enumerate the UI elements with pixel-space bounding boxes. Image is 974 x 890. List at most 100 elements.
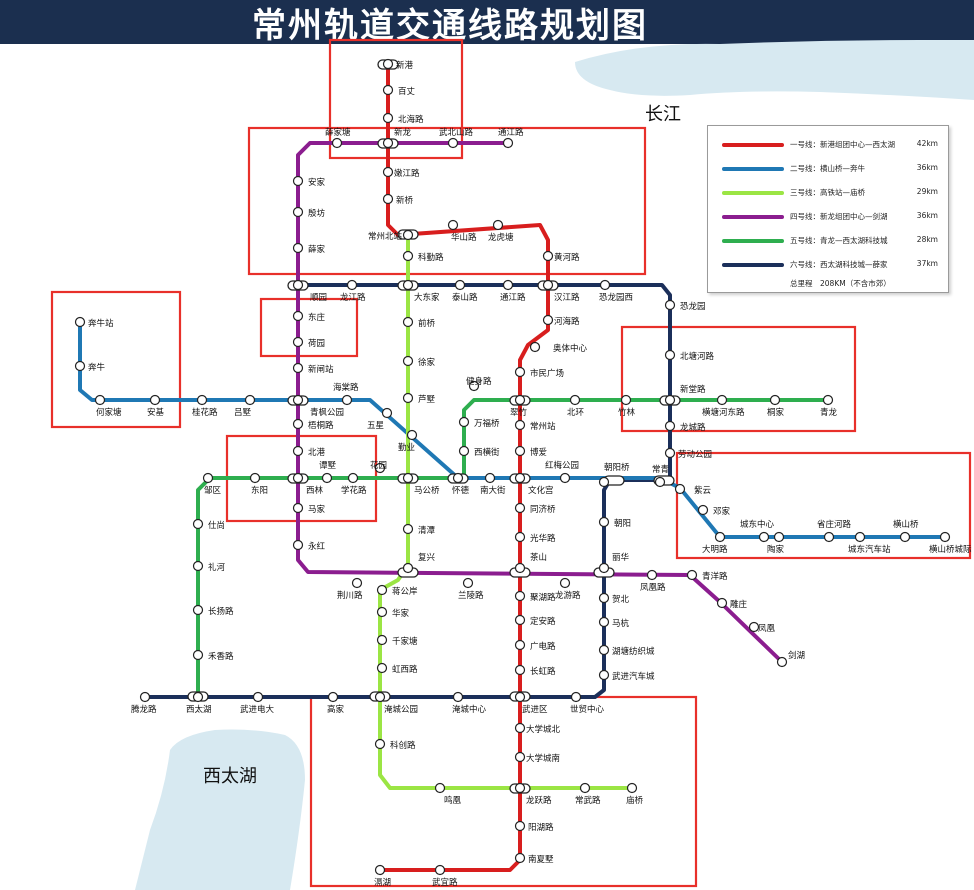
station-label: 剑湖 [788, 650, 805, 661]
station: 奥体中心 [529, 341, 588, 354]
station-label: 劳动公园 [678, 449, 712, 460]
station: 青龙 [820, 394, 838, 418]
station: 勤业 [398, 429, 418, 453]
station-label: 新港 [396, 60, 414, 71]
station: 龙江路 [340, 279, 366, 303]
station: 前桥 [402, 316, 436, 329]
station-label: 华家 [392, 608, 410, 619]
station-dot [292, 206, 304, 218]
station: 横山桥城际 [929, 531, 972, 555]
station: 常武路 [575, 782, 601, 806]
station: 高家 [327, 691, 345, 715]
station-dot [484, 472, 496, 484]
station: 华山路 [447, 219, 477, 243]
station-dot [462, 577, 474, 589]
station: 蒋公岸 [376, 584, 418, 597]
station-label: 凤凰 [758, 624, 776, 634]
station-label: 朝阳 [614, 519, 631, 529]
station: 马杭 [598, 616, 630, 629]
yangtze-river [575, 40, 974, 100]
station: 安家 [292, 175, 326, 188]
station-dot [514, 722, 526, 734]
line1-swatch [722, 143, 784, 147]
station-dot [514, 639, 526, 651]
station-label: 谭墅 [319, 460, 337, 471]
station-label: 奔牛站 [88, 318, 114, 329]
station-dot [458, 416, 470, 428]
station-dot [252, 691, 264, 703]
station-dot [598, 562, 610, 574]
station-dot [502, 279, 514, 291]
station-dot [514, 614, 526, 626]
station: 西林 [292, 472, 324, 496]
station-dot [899, 531, 911, 543]
station: 同济桥 [514, 502, 556, 515]
station-dot [514, 852, 526, 864]
station-dot [382, 112, 394, 124]
station: 新龙 [382, 127, 412, 149]
station-label: 淹城中心 [452, 704, 487, 715]
station: 武进区 [514, 691, 548, 715]
station-dot [598, 644, 610, 656]
station: 南大街 [480, 472, 506, 496]
station: 陶家 [767, 531, 785, 555]
station-dot [447, 219, 459, 231]
station-dot [292, 445, 304, 457]
station: 学花路 [341, 472, 367, 496]
station-dot [139, 691, 151, 703]
station-label: 新闸站 [308, 364, 334, 375]
legend-row-line6: 六号线：西太湖科技城—薛家 37km [708, 256, 948, 274]
station-label: 汉江路 [554, 292, 580, 303]
station-label: 湖塘纺织城 [612, 646, 655, 657]
legend-row-line4: 四号线：新龙组团中心—剑湖 36km [708, 208, 948, 226]
station-dot [376, 606, 388, 618]
station: 北环 [567, 394, 585, 418]
station-dot [854, 531, 866, 543]
station-dot [382, 84, 394, 96]
station-dot [514, 590, 526, 602]
station: 市民广场 [514, 366, 564, 379]
station-label: 科创路 [390, 740, 416, 751]
station-label: 朝阳桥 [604, 462, 630, 473]
station-label: 礼河 [208, 562, 226, 573]
station-label: 龙虎塘 [488, 232, 514, 243]
station-dot [402, 523, 414, 535]
station-dot [292, 279, 304, 291]
station: 庙桥 [626, 782, 644, 806]
station-dot [249, 472, 261, 484]
station-dot [192, 560, 204, 572]
legend-row-line5: 五号线：青龙—西太湖科技城 28km [708, 232, 948, 250]
station-label: 常武路 [575, 795, 601, 806]
station-label: 复兴 [418, 552, 436, 563]
station-label: 龙江路 [340, 292, 366, 303]
station-label: 博爱 [530, 447, 547, 458]
station-label: 桂花路 [192, 407, 218, 418]
station: 滆湖 [374, 864, 391, 888]
line4-swatch [722, 215, 784, 219]
station: 海棠路 [333, 382, 359, 406]
station: 北港 [292, 445, 326, 458]
station-dot [382, 193, 394, 205]
station-label: 省庄河路 [817, 519, 852, 530]
station-label: 城东中心 [740, 519, 775, 530]
station: 复兴 [402, 552, 436, 574]
station: 青枫公园 [292, 394, 344, 418]
station: 武宜路 [432, 864, 458, 888]
station-label: 顺园 [310, 293, 327, 303]
station-label: 芦墅 [418, 394, 436, 405]
station: 禾香路 [192, 649, 234, 662]
station-dot [374, 691, 386, 703]
stations: 新港百丈北海路新龙薛家塘武北山路通江路嫩江路新桥安家殷坊薛家常州北站华山路龙虎塘… [74, 58, 972, 888]
station-label: 东阳 [251, 485, 268, 496]
station-label: 恐龙园 [680, 301, 706, 312]
station-dot [559, 577, 571, 589]
station-dot [452, 472, 464, 484]
title-bar: 常州轨道交通线路规划图 [0, 0, 974, 46]
station: 雕庄 [716, 597, 748, 610]
legend-line3-length: 29km [916, 187, 938, 196]
station: 龙游路 [555, 577, 581, 601]
station-label: 武北山路 [439, 127, 474, 138]
station: 兰陵路 [458, 577, 484, 601]
station-label: 长虹路 [530, 666, 556, 677]
station: 芦墅 [402, 392, 436, 405]
